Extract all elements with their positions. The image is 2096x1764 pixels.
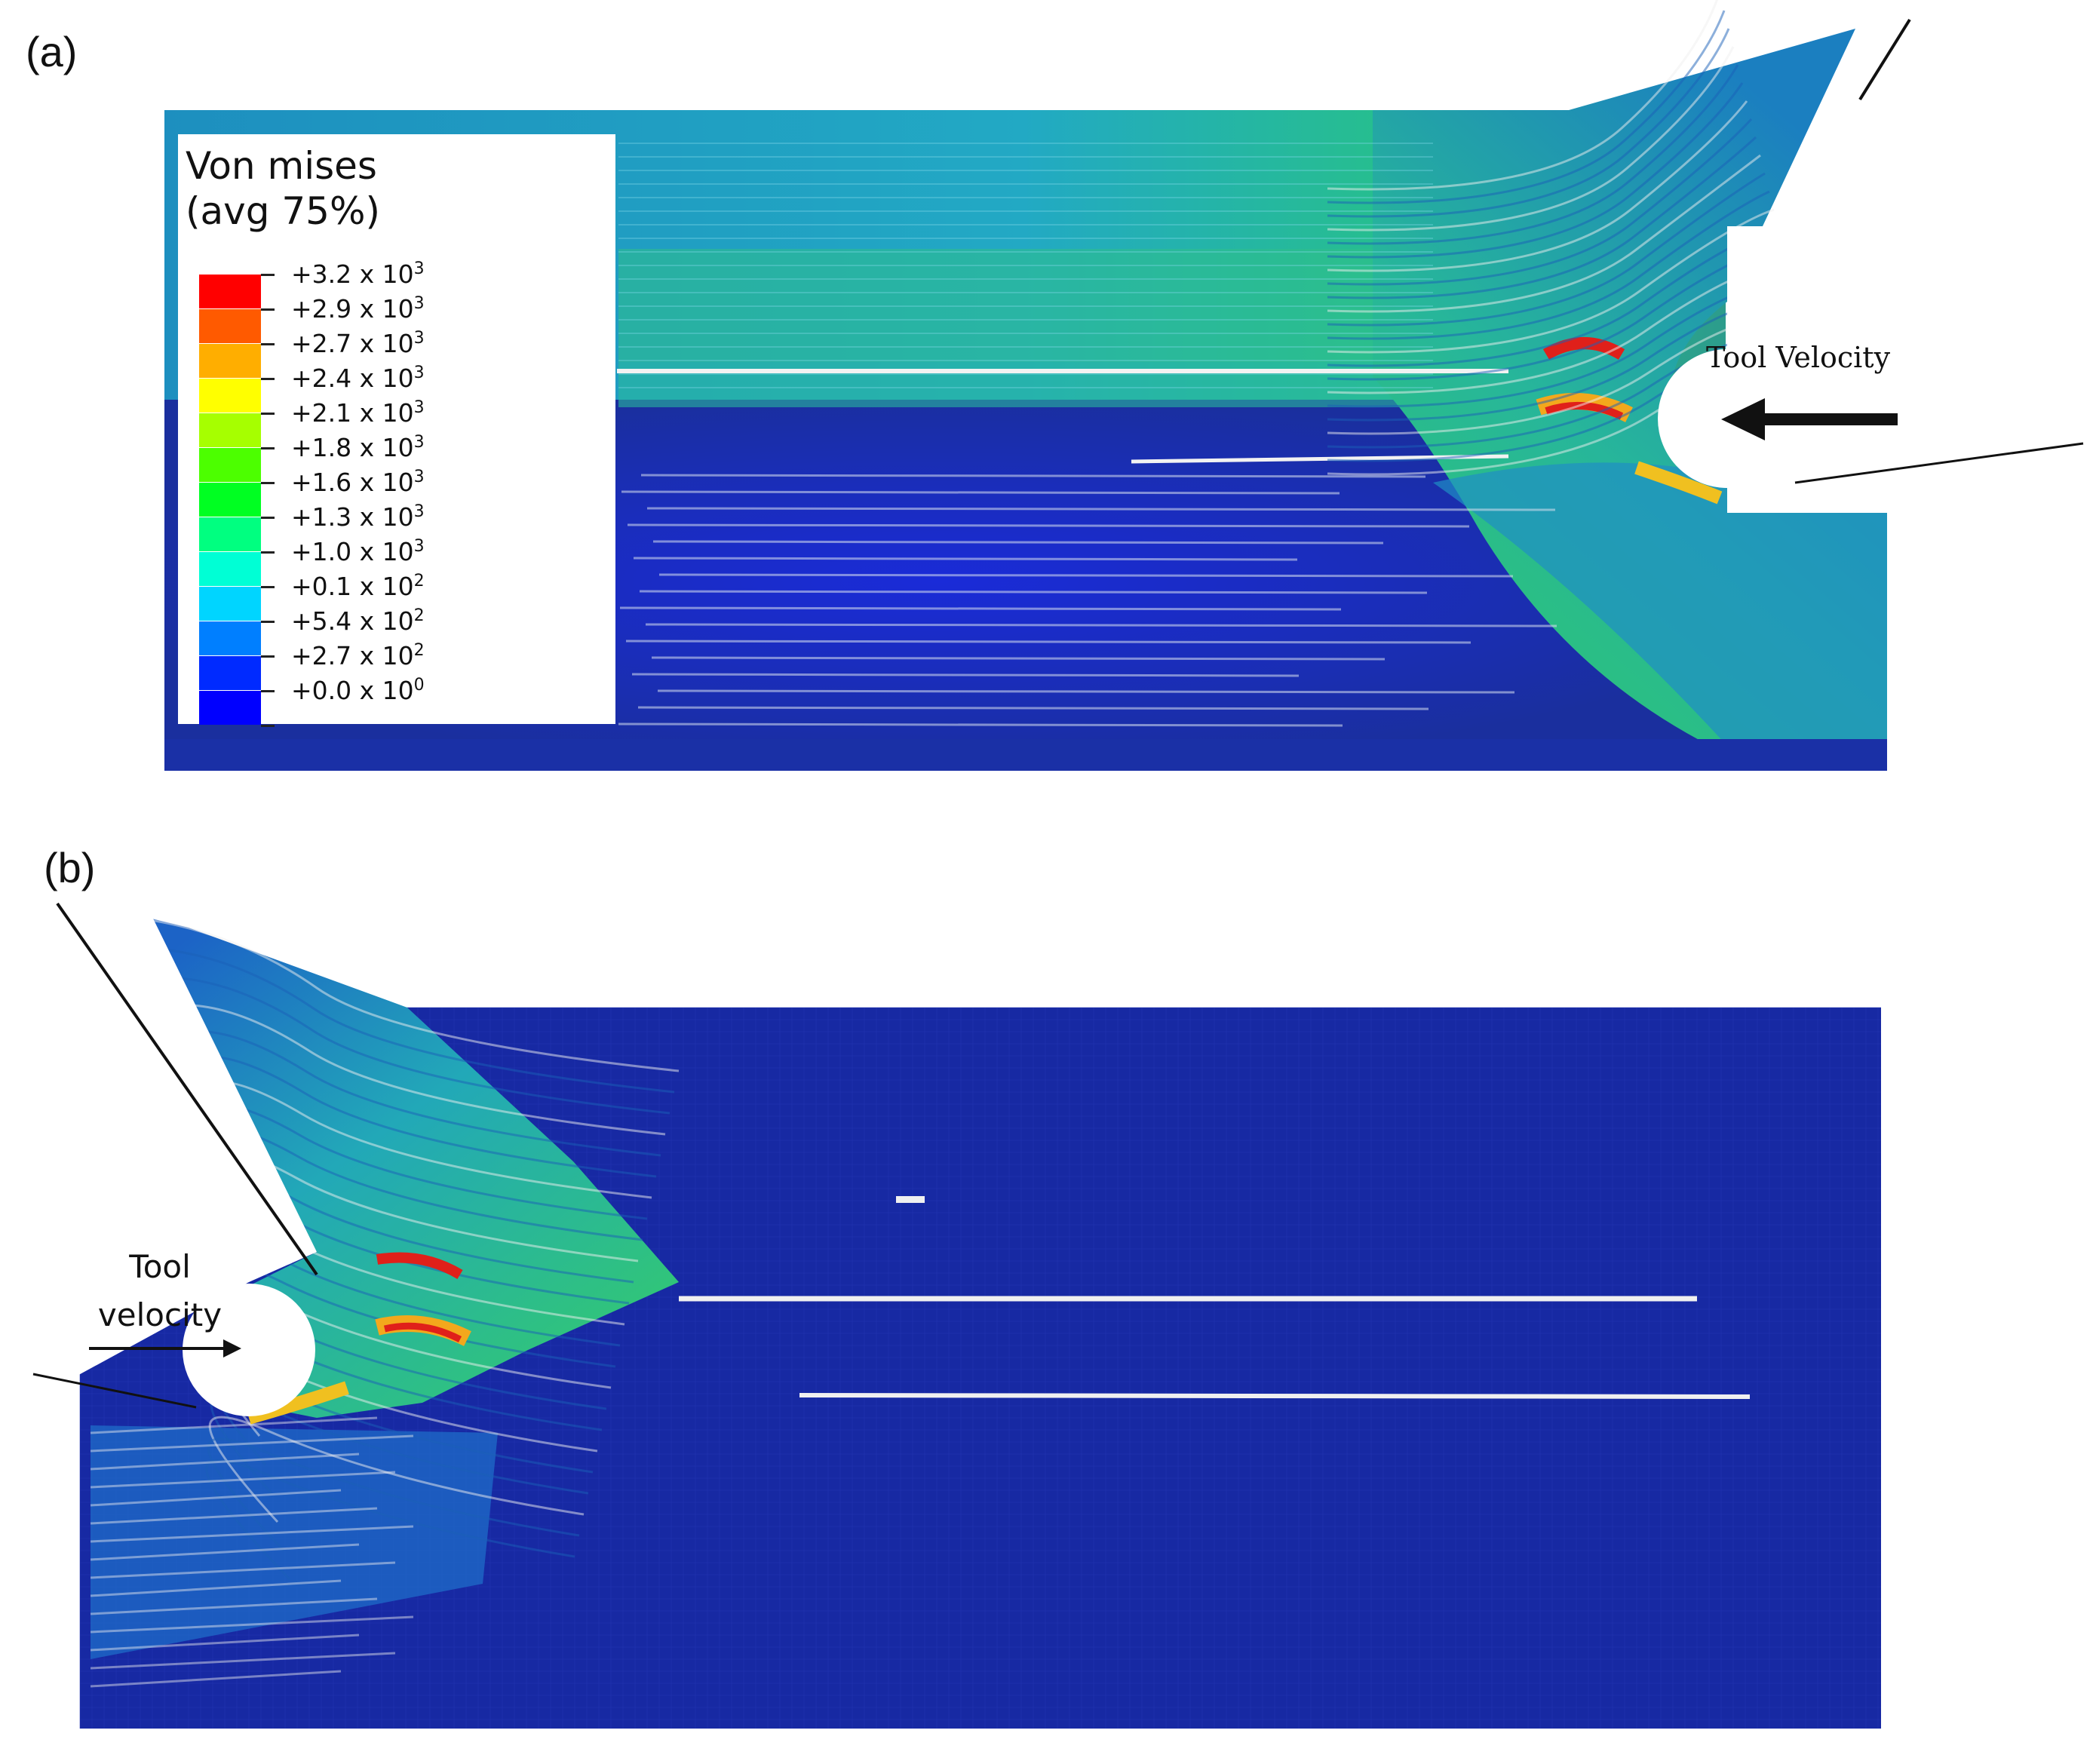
panel-b-tool-edge <box>183 1284 315 1416</box>
legend-value-exponent: 3 <box>413 398 425 417</box>
tool-velocity-label-b: Tool velocity <box>84 1243 235 1339</box>
legend-swatch <box>199 691 261 725</box>
legend-tick <box>261 621 275 623</box>
legend-title-line2: (avg 75%) <box>186 189 381 233</box>
panel-a-tool-rake-line <box>1858 18 1911 101</box>
legend-swatch <box>199 413 261 447</box>
legend-value-mantissa: +2.9 x 10 <box>291 294 414 324</box>
legend-value-exponent: 3 <box>413 502 425 521</box>
legend-value-exponent: 3 <box>413 329 425 348</box>
legend-tick <box>261 447 275 449</box>
legend-tick <box>261 274 275 276</box>
legend-value-mantissa: +2.4 x 10 <box>291 364 414 393</box>
legend-value: +2.1 x 103 <box>291 398 425 428</box>
panel-b-label: (b) <box>44 844 96 891</box>
legend-value-mantissa: +0.0 x 10 <box>291 676 414 705</box>
panel-a-workpiece <box>164 0 2096 771</box>
panel-a-tool-flank-line <box>1794 442 2084 484</box>
legend-value-mantissa: +1.0 x 10 <box>291 537 414 566</box>
legend-value: +0.0 x 100 <box>291 676 425 705</box>
legend-value-exponent: 3 <box>413 294 425 313</box>
legend-swatch <box>199 344 261 378</box>
tool-velocity-label-a: Tool Velocity <box>1706 341 1891 374</box>
legend-value-exponent: 2 <box>413 641 425 660</box>
legend-value-mantissa: +1.8 x 10 <box>291 433 414 462</box>
panel-a-cracks <box>617 143 1557 727</box>
tool-velocity-label-b-line2: velocity <box>97 1296 222 1333</box>
legend-value: +1.3 x 103 <box>291 502 425 532</box>
legend-value: +2.7 x 102 <box>291 641 425 670</box>
panel-b-lower-zone <box>91 1425 498 1659</box>
legend-value-mantissa: +3.2 x 10 <box>291 259 414 289</box>
legend-value-exponent: 0 <box>413 676 425 695</box>
legend-value: +3.2 x 103 <box>291 259 425 289</box>
legend-value: +1.8 x 103 <box>291 433 425 462</box>
legend-value: +5.4 x 102 <box>291 606 425 636</box>
stress-legend: Von mises (avg 75%) +3.2 x 103+2.9 x 103… <box>178 134 615 727</box>
legend-tick <box>261 343 275 345</box>
legend-value: +0.1 x 102 <box>291 572 425 601</box>
legend-tick <box>261 413 275 415</box>
legend-tick <box>261 690 275 692</box>
legend-value-exponent: 3 <box>413 364 425 382</box>
legend-tick <box>261 655 275 658</box>
legend-swatch <box>199 587 261 621</box>
panel-a-hotspot-2 <box>1536 393 1633 422</box>
tool-velocity-label-b-line1: Tool <box>129 1248 191 1285</box>
legend-title: Von mises (avg 75%) <box>186 143 380 234</box>
legend-value-exponent: 2 <box>413 572 425 591</box>
legend-value: +1.0 x 103 <box>291 537 425 566</box>
legend-swatch <box>199 656 261 690</box>
legend-value-exponent: 3 <box>413 468 425 486</box>
legend-value-exponent: 2 <box>413 606 425 625</box>
panel-a-velocity-arrow <box>1721 398 1898 440</box>
legend-swatch <box>199 448 261 482</box>
legend-swatch <box>199 552 261 586</box>
legend-title-line1: Von mises <box>186 144 377 188</box>
legend-value-exponent: 3 <box>413 259 425 278</box>
legend-value-mantissa: +2.7 x 10 <box>291 641 414 670</box>
legend-value: +2.7 x 103 <box>291 329 425 358</box>
legend-value-exponent: 3 <box>413 537 425 556</box>
legend-value-mantissa: +5.4 x 10 <box>291 606 414 636</box>
legend-swatch <box>199 621 261 655</box>
panel-b-hotspot-1 <box>376 1252 463 1280</box>
legend-tick <box>261 586 275 588</box>
legend-value: +2.9 x 103 <box>291 294 425 324</box>
legend-swatch <box>199 379 261 413</box>
legend-value-mantissa: +0.1 x 10 <box>291 572 414 601</box>
legend-swatch <box>199 517 261 551</box>
panel-b-velocity-arrow <box>89 1339 241 1358</box>
legend-swatch <box>199 309 261 343</box>
panel-b-tool-rake-line <box>56 902 318 1276</box>
legend-tick <box>261 482 275 484</box>
panel-b-crack-2 <box>799 1393 1751 1399</box>
legend-value-exponent: 3 <box>413 433 425 452</box>
legend-swatch <box>199 483 261 517</box>
panel-a-hotspot-3 <box>1634 461 1723 505</box>
legend-tick <box>261 517 275 519</box>
legend-tick <box>261 378 275 380</box>
legend-value-mantissa: +1.3 x 10 <box>291 502 414 532</box>
legend-tick <box>261 308 275 311</box>
legend-tick <box>261 551 275 554</box>
panel-b-tool-flank-line <box>32 1373 197 1409</box>
panel-a-bottom-strip <box>164 739 1887 771</box>
legend-value: +2.4 x 103 <box>291 364 425 393</box>
panel-b-workpiece <box>0 837 1881 1729</box>
legend-value: +1.6 x 103 <box>291 468 425 497</box>
legend-value-mantissa: +2.1 x 10 <box>291 398 414 428</box>
panel-a-shear-zone <box>1433 462 1887 754</box>
legend-value-mantissa: +1.6 x 10 <box>291 468 414 497</box>
legend-value-mantissa: +2.7 x 10 <box>291 329 414 358</box>
legend-swatch <box>199 275 261 308</box>
panel-a-label: (a) <box>26 28 78 75</box>
legend-tick <box>261 725 275 727</box>
